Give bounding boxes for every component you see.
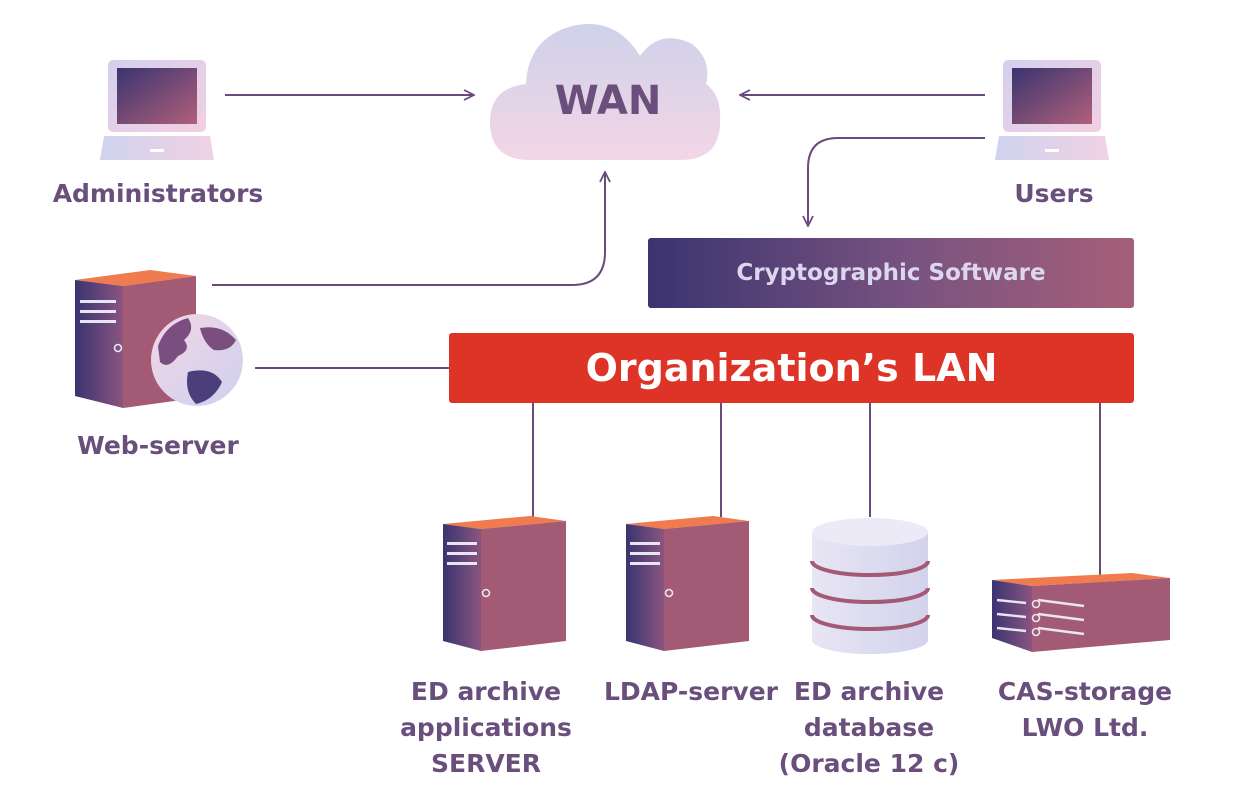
ed-archive-db-line-2: database [803,713,935,742]
cryptographic-software-bar: Cryptographic Software [648,238,1134,308]
cas-storage-icon [992,573,1170,652]
ed-archive-db-label: ED archive database (Oracle 12 c) [774,674,964,782]
ed-archive-apps-line-1: ED archive [410,677,562,706]
users-label: Users [1014,179,1094,208]
ed-archive-apps-line-3: SERVER [430,749,541,778]
ldap-server-label: LDAP-server [603,677,779,706]
ed-archive-apps-label: ED archive applications SERVER [396,674,576,782]
cas-storage-line-2: LWO Ltd. [1021,713,1149,742]
cas-storage-line-1: CAS-storage [997,677,1173,706]
wan-label: WAN [554,78,662,124]
ed-archive-apps-server-icon [443,516,566,651]
organization-lan-bar: Organization’s LAN [449,333,1134,403]
administrators-laptop-icon [100,60,214,160]
ldap-server-icon [626,516,749,651]
ed-archive-db-line-3: (Oracle 12 c) [778,749,960,778]
web-server-label: Web-server [77,431,239,460]
users-laptop-icon [995,60,1109,160]
database-icon [810,518,930,654]
cas-storage-label: CAS-storage LWO Ltd. [990,674,1180,746]
wan-cloud-icon [490,24,721,160]
ed-archive-db-line-1: ED archive [793,677,945,706]
users-to-crypto-arrow [808,137,985,226]
ed-archive-apps-line-2: applications [400,713,572,742]
administrators-label: Administrators [52,179,264,208]
webserver-to-wan-arrow [212,172,605,286]
globe-icon [151,314,243,406]
